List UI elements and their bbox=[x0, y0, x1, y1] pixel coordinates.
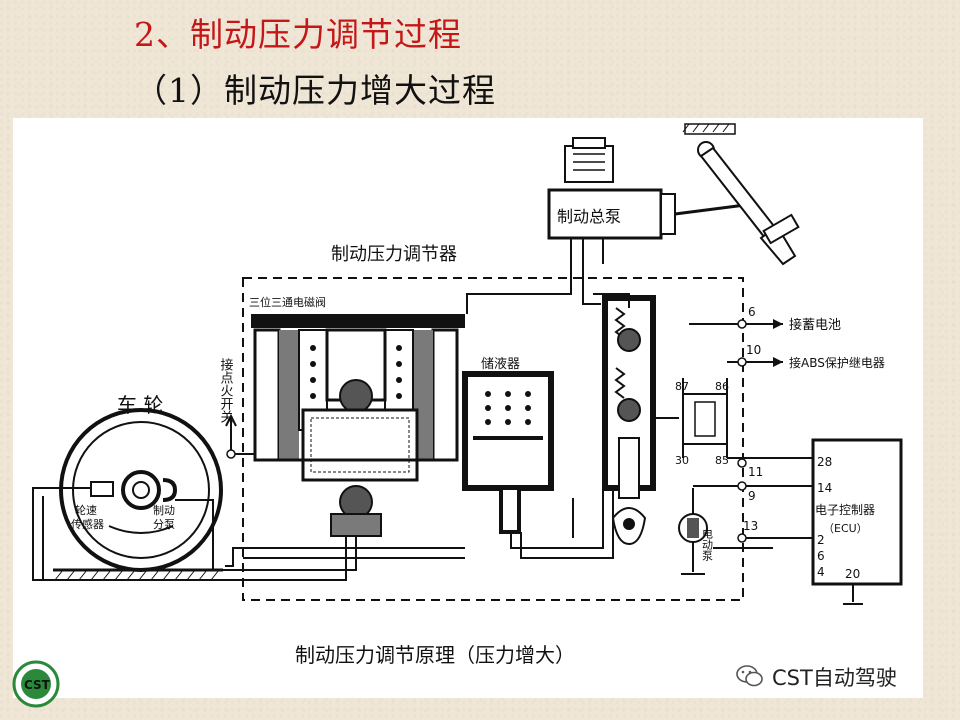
ecu-label-2: （ECU） bbox=[823, 522, 868, 535]
wheel-cylinder-label: 制动 bbox=[153, 504, 175, 517]
hydraulic-lines bbox=[32, 238, 679, 581]
relay-pin-30: 30 bbox=[675, 454, 689, 467]
wheel bbox=[53, 408, 223, 581]
slide-title: 2、制动压力调节过程 bbox=[134, 15, 462, 54]
terminal-10: 10 bbox=[746, 343, 761, 357]
terminal-block: 6 接蓄电池 10 接ABS保护继电器 11 9 13 bbox=[689, 305, 885, 549]
relay-pin-85: 85 bbox=[715, 454, 729, 467]
svg-text:CST: CST bbox=[24, 678, 51, 692]
ignition-label: 接点火开关 bbox=[218, 357, 234, 423]
return-pump bbox=[602, 295, 656, 546]
abs-relay-label: 接ABS保护继电器 bbox=[789, 355, 885, 370]
ecu-pin-20: 20 bbox=[845, 567, 860, 581]
cst-logo-icon: CST bbox=[12, 660, 60, 708]
ecu-pin-6: 6 bbox=[817, 549, 825, 563]
terminal-11: 11 bbox=[748, 465, 763, 479]
battery-label: 接蓄电池 bbox=[789, 317, 841, 333]
speed-sensor-label-2: 传感器 bbox=[71, 518, 104, 531]
diagram-caption: 制动压力调节原理（压力增大） bbox=[295, 643, 575, 667]
master-cylinder bbox=[547, 137, 754, 264]
pump-motor-label: 电动泵 bbox=[701, 528, 714, 561]
solenoid-valve bbox=[251, 314, 465, 537]
ecu-pin-2: 2 bbox=[817, 533, 825, 547]
ecu-label-1: 电子控制器 bbox=[815, 503, 875, 517]
watermark-text: CST自动驾驶 bbox=[772, 666, 897, 690]
terminal-13: 13 bbox=[743, 519, 758, 533]
wheel-cylinder-label-2: 分泵 bbox=[153, 518, 175, 531]
wheel-label: 车 轮 bbox=[117, 393, 163, 417]
brake-pedal bbox=[682, 123, 800, 266]
ecu-pin-4: 4 bbox=[817, 565, 825, 579]
ecu-pin-28: 28 bbox=[817, 455, 832, 469]
ecu: 28 14 电子控制器 （ECU） 2 6 4 20 bbox=[811, 438, 903, 605]
master-cylinder-label: 制动总泵 bbox=[557, 207, 621, 226]
relay-pin-87: 87 bbox=[675, 380, 689, 393]
abs-diagram: 制动压力调节器 三位三通电磁阀 接点火开关 bbox=[13, 118, 923, 698]
regulator-box bbox=[242, 277, 744, 601]
pump-motor bbox=[678, 488, 708, 575]
terminal-9: 9 bbox=[748, 489, 756, 503]
relay: 87 86 30 85 bbox=[675, 378, 729, 467]
accumulator-label: 储液器 bbox=[481, 357, 520, 372]
terminal-6: 6 bbox=[748, 305, 756, 319]
solenoid-valve-label: 三位三通电磁阀 bbox=[249, 295, 326, 309]
ignition-connection: 接点火开关 bbox=[218, 357, 255, 459]
diagram-svg: 制动压力调节器 三位三通电磁阀 接点火开关 bbox=[32, 123, 903, 667]
ecu-pin-14: 14 bbox=[817, 481, 832, 495]
accumulator bbox=[462, 371, 554, 534]
wechat-icon bbox=[736, 665, 763, 687]
speed-sensor-label: 轮速 bbox=[75, 503, 97, 517]
regulator-label: 制动压力调节器 bbox=[331, 244, 457, 265]
relay-pin-86: 86 bbox=[715, 380, 729, 393]
slide-subtitle: （1）制动压力增大过程 bbox=[134, 71, 496, 110]
